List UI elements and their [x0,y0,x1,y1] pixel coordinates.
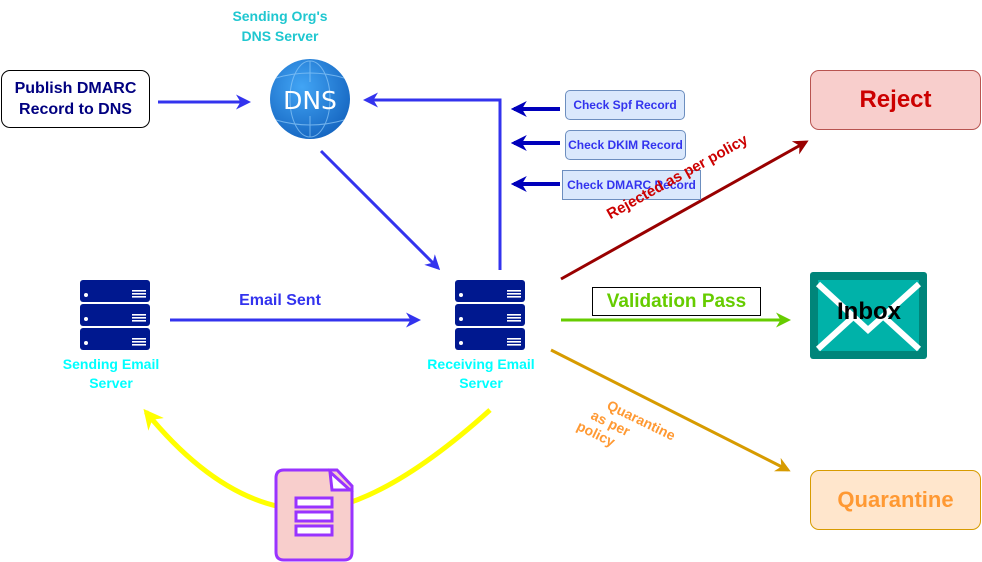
reject-node: Reject [810,70,981,130]
sending-server-icon [80,280,150,350]
sending-server-label-line1: Sending Email [62,356,160,372]
email-sent-label: Email Sent [239,292,321,309]
receiving-server-label: Receiving Email Server [410,355,552,393]
publish-label-line2: Record to DNS [19,101,132,118]
publish-dmarc-node: Publish DMARC Record to DNS [1,70,150,128]
receiving-server-label-line1: Receiving Email [427,356,535,372]
inbox-envelope-icon [810,272,927,359]
document-icon [274,468,354,562]
sending-server-label: Sending Email Server [40,355,182,393]
quarantine-node: Quarantine [810,470,981,530]
receiving-server-icon [455,280,525,350]
publish-label-line1: Publish DMARC [14,80,137,97]
dns-server-title: Sending Org's DNS Server [200,6,360,46]
dns-icon-text: DNS [283,86,337,115]
check-dkim-node: Check DKIM Record [565,130,686,160]
dns-title-line2: DNS Server [241,28,319,44]
check-spf-node: Check Spf Record [565,90,685,120]
receiving-to-dns-arrow [363,92,502,270]
dns-to-receiving-arrow [319,149,441,271]
quarantine-arrow [550,348,791,472]
inbox-label: Inbox [837,298,901,325]
receiving-server-label-line2: Server [459,375,503,391]
dns-globe-icon: DNS [270,59,350,139]
dns-title-line1: Sending Org's [232,8,328,24]
check-dmarc-node: Check DMARC Record [562,170,701,200]
validation-pass-label: Validation Pass [592,287,761,316]
sending-server-label-line2: Server [89,375,133,391]
reject-arrow [560,140,809,281]
